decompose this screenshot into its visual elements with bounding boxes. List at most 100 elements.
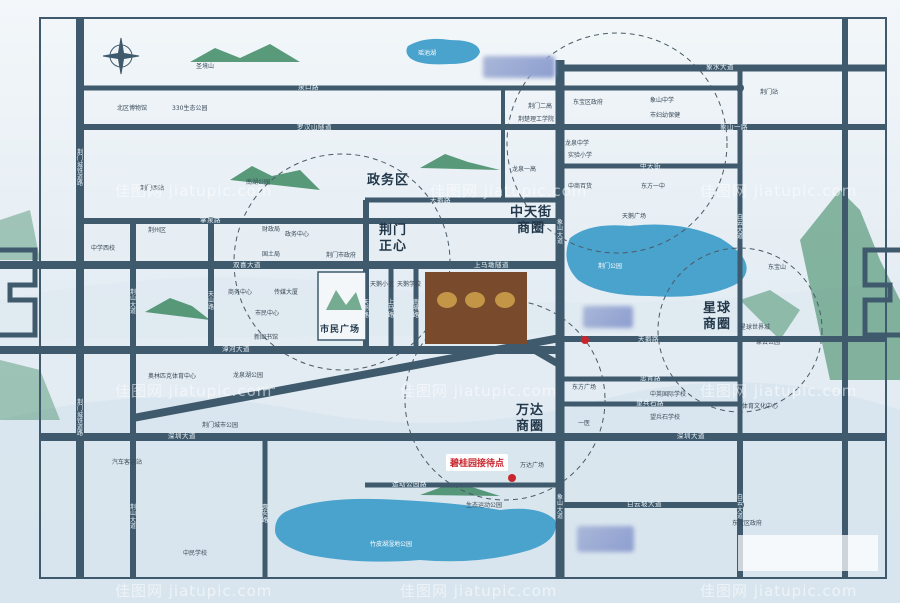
lake-east xyxy=(566,224,747,297)
blurred-logo xyxy=(577,526,634,552)
lake-south xyxy=(275,498,556,562)
lake-north xyxy=(406,38,480,65)
poi-qichezhan: 汽车客运站 xyxy=(112,459,143,466)
watermark: 佳图网 jiatupic.com xyxy=(400,582,558,600)
road-jingmen-city: 荆门城铁道路 xyxy=(76,149,83,188)
poi-dongfangguang: 东方广场 xyxy=(572,384,597,391)
road-zhanghe: 漳河大道 xyxy=(222,345,250,353)
road-tianyao: 天鹅路 xyxy=(430,196,451,204)
poi-jiaoyu: 荆州区 xyxy=(148,227,167,234)
watermark: 佳图网 jiatupic.com xyxy=(700,582,858,600)
poi-zhengfu-c: 政务中心 xyxy=(285,231,310,238)
watermark: 佳图网 jiatupic.com xyxy=(700,182,858,200)
poi-aolin: 奥林匹克体育中心 xyxy=(148,373,197,380)
road-yunhe: 运动公园路 xyxy=(392,480,427,488)
road-huian: 惠安路 xyxy=(261,504,268,524)
road-jingshan: 荆山大道 xyxy=(129,289,136,315)
project-site xyxy=(425,272,527,344)
watermark: 佳图网 jiatupic.com xyxy=(115,582,273,600)
poi-jiangjun: 东宝区政府 xyxy=(732,520,763,527)
poi-shiyan: 实验小学 xyxy=(568,152,593,159)
road-tianshan: 天山路 xyxy=(207,291,214,311)
poi-wanda-sq: 万达广场 xyxy=(520,462,545,469)
road-shangma-r: 上马路 xyxy=(387,299,394,319)
poi-yaowang: 瑶池湖 xyxy=(418,50,437,57)
poi-xintu: 新图书馆 xyxy=(254,334,279,341)
road-xiangshanyi: 象山一路 xyxy=(720,123,748,131)
poi-xinyuan: 星球世界城 xyxy=(740,324,771,331)
poi-yiyuan: 一医 xyxy=(578,420,591,427)
road-shenzhen-e: 深圳大道 xyxy=(677,432,705,440)
poi-shengtai: 生态运动公园 xyxy=(466,502,503,509)
road-jingshan-s: 荆山大道 xyxy=(129,504,136,530)
poi-shengjing: 圣境山 xyxy=(196,63,215,70)
poi-dongfangyi: 东方一中 xyxy=(641,183,666,190)
poi-xiangyun: 象云公园 xyxy=(756,339,781,346)
road-nanpu: 南埔路 xyxy=(412,299,419,319)
watermark: 佳图网 jiatupic.com xyxy=(400,382,558,400)
road-baiyunpo: 白云坡大道 xyxy=(627,500,662,508)
poi-yunhehu: 竹皮湖湿地公园 xyxy=(370,541,413,548)
poi-zhongying: 中英国际学校 xyxy=(650,391,687,398)
poi-jingmenerz: 荆门二高 xyxy=(528,103,553,110)
poi-tianecun: 天鹅小区 xyxy=(370,281,395,288)
poi-chuantong: 传媒大厦 xyxy=(274,289,299,296)
road-zhongtianjie: 中天街 xyxy=(640,162,661,170)
road-quankou: 泉口路 xyxy=(298,83,319,91)
poi-dongbaoshan: 东宝山 xyxy=(768,264,787,271)
district-jingmen: 荆门正心 xyxy=(378,223,407,254)
poi-shangwu: 商务中心 xyxy=(228,289,253,296)
road-shuangxi: 双喜大道 xyxy=(233,261,261,269)
road-shangma: 上马墩隧道 xyxy=(474,261,509,269)
district-xingqiu: 星球商圈 xyxy=(702,301,731,332)
poi-dongbao: 东宝区政府 xyxy=(573,99,604,106)
road-tiane: 天鹅路 xyxy=(362,299,369,319)
road-zhongqing: 忠青路 xyxy=(640,374,661,382)
poi-jingmenpark: 荆门公园 xyxy=(598,263,623,270)
poi-shizhengfu: 荆门市政府 xyxy=(326,252,357,259)
poi-park330: 330生态公园 xyxy=(172,105,208,112)
poi-shirenmin: 市妇幼保健 xyxy=(650,112,681,119)
poi-xixing: 荆门西站 xyxy=(140,185,165,192)
poi-zhongmin: 中民学校 xyxy=(183,550,208,557)
watermark: 佳图网 jiatupic.com xyxy=(115,182,273,200)
road-zhangquan: 掌泉路 xyxy=(200,216,221,224)
road-shenzhen-w: 深圳大道 xyxy=(168,432,196,440)
poi-jingmenchezhan: 荆门站 xyxy=(760,89,779,96)
watermark: 佳图网 jiatupic.com xyxy=(700,382,858,400)
poi-nanhu: 南湖公园 xyxy=(246,179,271,186)
road-xiangshan-s: 象山大道 xyxy=(556,494,563,520)
district-shimin: 市民广场 xyxy=(320,325,361,335)
sales-office-label: 碧桂园接待点 xyxy=(446,454,509,471)
watermark: 佳图网 jiatupic.com xyxy=(430,182,588,200)
poi-xiangshanmid: 象山中学 xyxy=(650,97,675,104)
poi-tianyu: 天鹅学校 xyxy=(397,281,422,288)
road-jingmen-city-s: 荆门城铁道路 xyxy=(76,399,83,438)
blurred-logo xyxy=(583,306,633,328)
poi-guotu: 国土局 xyxy=(262,251,281,258)
poi-jingchu: 荆楚理工学院 xyxy=(518,116,555,123)
blurred-logo xyxy=(483,56,555,78)
poi-tiyu: 体育文化中心 xyxy=(742,403,779,410)
district-zhongtian: 中天街商圈 xyxy=(509,205,552,236)
poi-longquanzx: 龙泉中学 xyxy=(565,140,590,147)
road-xiangshan: 象山大道 xyxy=(556,219,563,245)
road-tianmen: 天鹅路 xyxy=(638,335,659,343)
poi-wangbingsch: 望兵石学校 xyxy=(650,414,681,421)
poi-bishui: 北区博物馆 xyxy=(117,105,148,112)
district-wanda: 万达商圈 xyxy=(515,403,544,434)
poi-yidong: 中学西校 xyxy=(91,245,116,252)
poi-quanye: 荆门城市公园 xyxy=(202,422,239,429)
road-baiyun-s: 白云大道 xyxy=(736,494,743,520)
district-zhengwu: 政务区 xyxy=(367,173,410,188)
poi-shimin-c: 市民中心 xyxy=(255,310,280,317)
poi-caizheng: 财政局 xyxy=(262,226,281,233)
road-baiyun: 白云大道 xyxy=(736,214,743,240)
poi-xiangnan: 龙泉湖公园 xyxy=(233,372,264,379)
poi-longquanyi: 龙泉一高 xyxy=(512,166,537,173)
poi-tianelc: 天鹅广场 xyxy=(622,213,647,220)
poi-zhongshan: 中商百货 xyxy=(568,183,593,190)
compass-icon xyxy=(102,37,140,75)
road-xiangshui: 象水大道 xyxy=(706,63,734,71)
